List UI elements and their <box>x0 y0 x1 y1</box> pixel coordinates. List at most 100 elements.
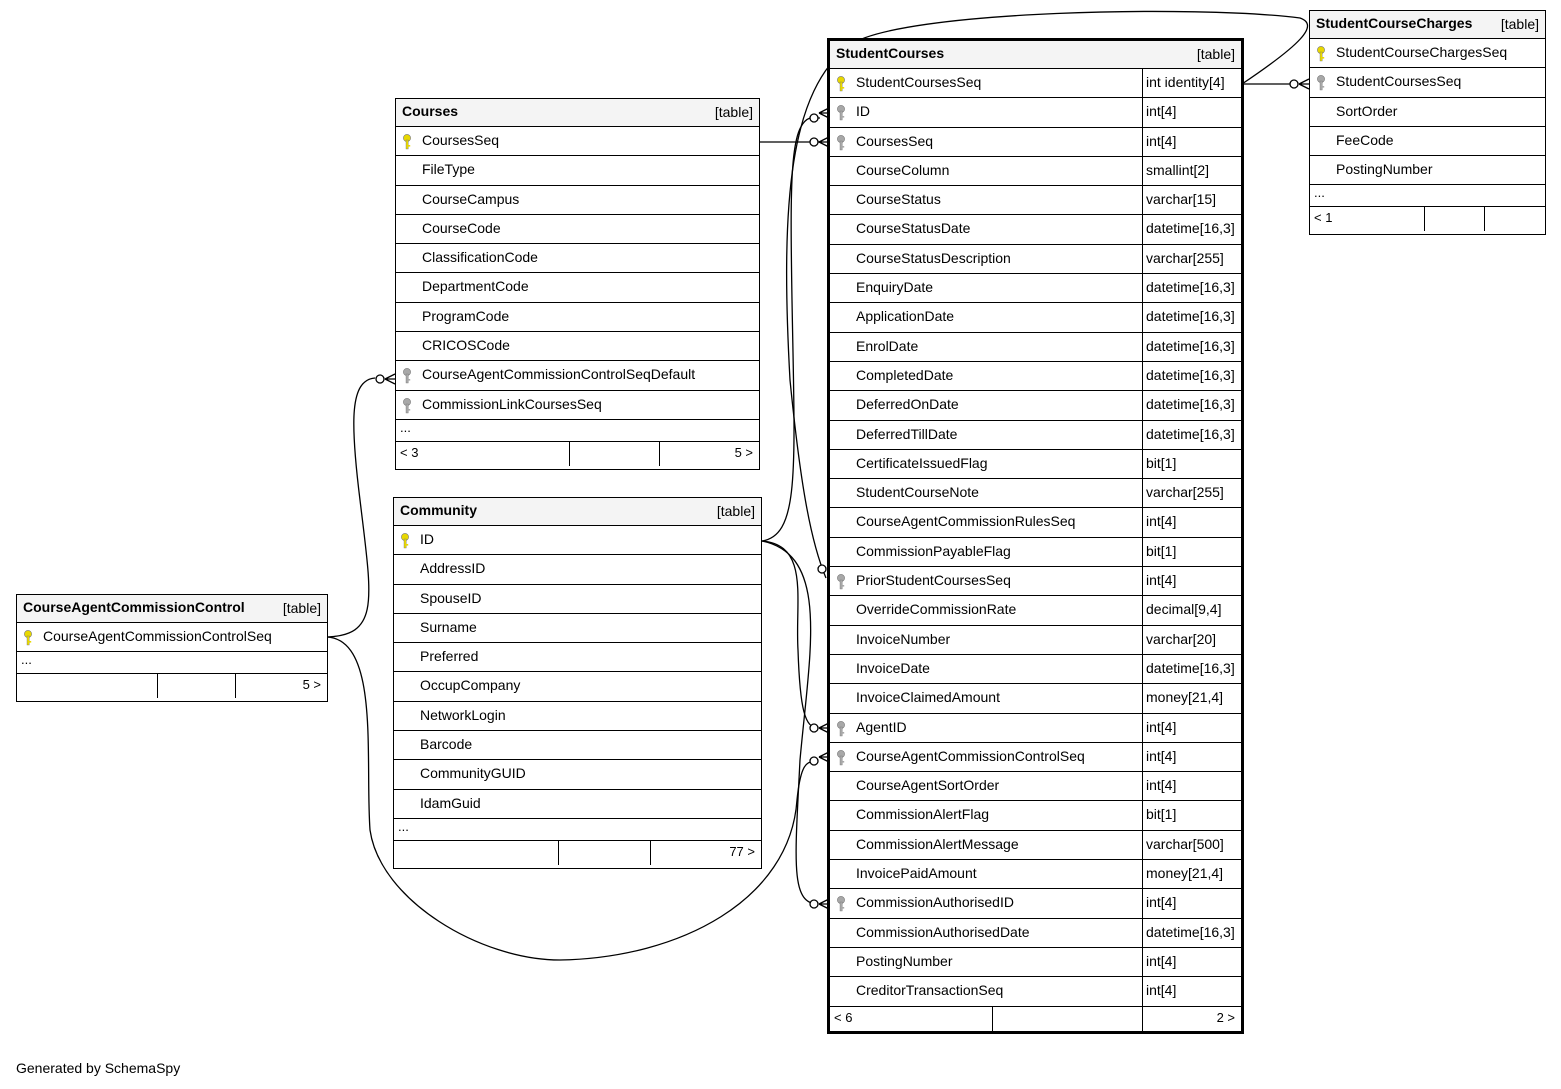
column-row[interactable]: SpouseID <box>394 585 761 614</box>
column-row[interactable]: FeeCode <box>1310 127 1545 157</box>
column-row[interactable]: StudentCoursesSeq <box>1310 68 1545 98</box>
column-name: DeferredOnDate <box>856 396 959 413</box>
column-row[interactable]: CourseCode <box>396 215 759 245</box>
column-row[interactable]: SortOrder <box>1310 98 1545 127</box>
column-name: ApplicationDate <box>856 308 955 325</box>
column-name: DeferredTillDate <box>856 425 958 442</box>
column-name: CourseCode <box>422 219 501 236</box>
column-divider <box>1142 918 1143 947</box>
column-row[interactable]: FileType <box>396 156 759 186</box>
column-row[interactable]: CourseAgentCommissionControlSeq <box>17 623 327 653</box>
column-row[interactable]: CommissionLinkCoursesSeq <box>396 391 759 420</box>
column-row[interactable]: CoursesSeq <box>396 127 759 157</box>
column-name: ProgramCode <box>422 307 510 324</box>
column-row[interactable]: CRICOSCode <box>396 332 759 362</box>
column-row[interactable]: ClassificationCode <box>396 244 759 274</box>
column-row[interactable]: DeferredTillDate datetime[16,3] <box>830 420 1241 450</box>
column-row[interactable]: NetworkLogin <box>394 702 761 732</box>
more-indicator: ... <box>398 818 409 834</box>
column-row[interactable]: CourseCampus <box>396 186 759 215</box>
column-row[interactable]: CourseAgentCommissionControlSeqDefault <box>396 361 759 391</box>
column-name: CommissionLinkCoursesSeq <box>422 395 602 412</box>
column-row[interactable]: ProgramCode <box>396 303 759 333</box>
table-header: StudentCourses [table] <box>830 41 1241 69</box>
table-title: Community <box>400 502 477 518</box>
column-row[interactable]: Surname <box>394 614 761 644</box>
column-divider <box>1142 244 1143 274</box>
column-type: money[21,4] <box>1146 689 1224 706</box>
column-type: money[21,4] <box>1146 865 1224 882</box>
column-row[interactable]: DepartmentCode <box>396 273 759 303</box>
column-divider <box>1142 537 1143 567</box>
column-row[interactable]: StudentCourseChargesSeq <box>1310 39 1545 69</box>
column-divider <box>1142 479 1143 508</box>
column-row[interactable]: Barcode <box>394 731 761 761</box>
column-name: ClassificationCode <box>422 249 538 266</box>
column-divider <box>1142 127 1143 156</box>
column-row[interactable]: ID <box>394 526 761 556</box>
column-type: datetime[16,3] <box>1146 425 1235 442</box>
column-type: int[4] <box>1146 952 1177 969</box>
column-divider <box>1142 625 1143 654</box>
column-name: InvoiceDate <box>856 659 930 676</box>
foreign-key-icon <box>836 749 850 767</box>
column-row[interactable]: Preferred <box>394 643 761 673</box>
column-row[interactable]: OccupCompany <box>394 672 761 702</box>
table-type-label: [table] <box>1196 46 1235 62</box>
column-divider <box>1142 303 1143 332</box>
column-name: CoursesSeq <box>856 132 934 149</box>
column-row[interactable]: IdamGuid <box>394 790 761 819</box>
column-name: CoursesSeq <box>422 132 500 148</box>
table-studentcoursecharges[interactable]: StudentCourseCharges [table] StudentCour… <box>1309 10 1546 235</box>
column-divider <box>1142 654 1143 684</box>
column-type: datetime[16,3] <box>1146 923 1235 940</box>
column-divider <box>1142 801 1143 830</box>
column-divider <box>1142 772 1143 801</box>
column-row[interactable]: PostingNumber <box>1310 156 1545 186</box>
column-type: int[4] <box>1146 747 1177 764</box>
table-studentcourses[interactable]: StudentCourses [table] StudentCoursesSeq… <box>827 38 1244 1034</box>
column-row[interactable]: AddressID <box>394 555 761 585</box>
table-courseagentcommissioncontrol[interactable]: CourseAgentCommissionControl [table] Cou… <box>16 594 328 702</box>
column-name: SortOrder <box>1336 102 1398 119</box>
column-name: PostingNumber <box>1336 161 1433 178</box>
column-row[interactable]: CommunityGUID <box>394 760 761 790</box>
child-count: 2 > <box>1216 1009 1235 1025</box>
